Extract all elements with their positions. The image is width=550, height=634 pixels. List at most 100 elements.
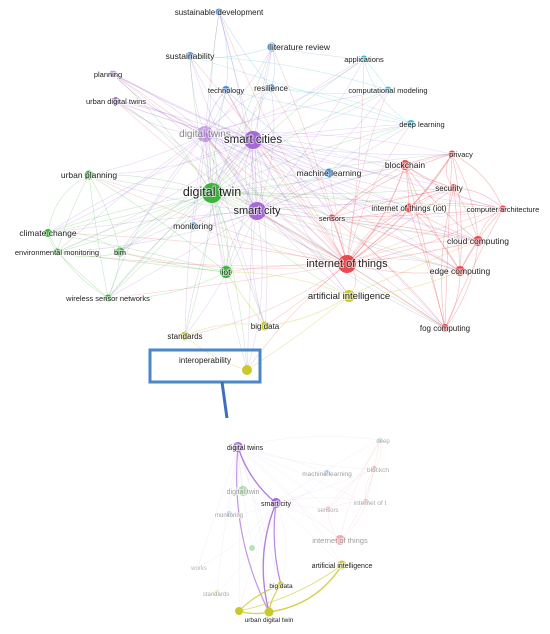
main-edge-digital_twin-sustainability (189, 55, 213, 194)
zoom-node-z-standards[interactable] (214, 590, 220, 596)
main-node-urban-planning[interactable] (84, 170, 94, 180)
main-edge-deep_learning-resilience (270, 87, 412, 125)
main-edge-urban_planning-bim (88, 174, 121, 253)
main-node-applications[interactable] (360, 55, 368, 63)
zoom-edge-z_digital_twins-z_deep (237, 436, 381, 448)
main-edge-digital_twin-urban_planning (88, 174, 213, 194)
main-node-cloud-computing[interactable] (473, 236, 483, 246)
main-node-literature-review[interactable] (267, 42, 277, 52)
main-edge-digital_twin-literature_review (211, 46, 273, 194)
main-node-artificial-intelligence[interactable] (343, 290, 355, 302)
main-edge-internet_of_things-cloud_computing (346, 240, 479, 265)
main-node-urban-digital-twins[interactable] (112, 97, 120, 105)
main-edge-urban_planning-wireless_sensor_networks (88, 174, 109, 299)
main-label-urban-digital-twins: urban digital twins (86, 97, 146, 106)
main-edge-internet_of_things-wireless_sensor_networks (107, 263, 348, 299)
main-node-privacy[interactable] (448, 150, 456, 158)
main-node-wireless-sensor-networks[interactable] (104, 294, 112, 302)
main-edge-privacy-edge_computing (451, 153, 462, 272)
zoom-node-z-digital-twins[interactable] (233, 442, 243, 452)
main-node-machine-learning[interactable] (324, 168, 334, 178)
main-edge-internet_of_things-machine_learning (328, 172, 348, 265)
zoom-node-z-monitoring[interactable] (226, 511, 232, 517)
main-edge-smart_city-cloud_computing (256, 210, 479, 242)
zoom-edge-z_digital_twins-z_machine_learning (237, 446, 328, 474)
main-node-sustainability[interactable] (186, 52, 194, 60)
main-edge-smart_cities-iot (225, 139, 254, 273)
zoom-edge-z_artificial_intelligence-z_urban_digital_twin (268, 564, 343, 613)
main-node-standards[interactable] (180, 331, 190, 341)
main-edge-digital_twin-privacy (211, 153, 453, 194)
main-edge-digital_twin-artificial_intelligence (211, 192, 350, 297)
main-node-environmental-monitoring[interactable] (53, 248, 61, 256)
main-node-blockchain[interactable] (400, 160, 410, 170)
main-edge-internet_of_things-computational_modeling (346, 89, 389, 265)
zoom-edge-z_smart_city-z_works (197, 502, 277, 568)
zoom-node-z-sensors[interactable] (325, 506, 331, 512)
main-node-iot[interactable] (220, 266, 232, 278)
main-node-bim[interactable] (115, 247, 125, 257)
main-node-computer-architecture[interactable] (499, 205, 507, 213)
main-edge-smart_city-internet_of_things_iot (256, 204, 410, 212)
main-label-sensors: sensors (319, 214, 346, 223)
main-edge-artificial_intelligence-interop_node (246, 295, 350, 371)
main-node-internet-of-things[interactable] (338, 255, 356, 273)
main-edge-digital_twin-climate_change (47, 192, 213, 234)
main-edge-smart_city-urban_digital_twins (115, 100, 258, 212)
main-node-edge-computing[interactable] (455, 266, 465, 276)
zoom-node-z-blockch[interactable] (371, 466, 377, 472)
main-node-smart-cities[interactable] (244, 131, 262, 149)
main-edge-sustainable_development-resilience (218, 11, 272, 89)
main-edge-smart_cities-security (252, 139, 455, 189)
main-edge-smart_city-environmental_monitoring (56, 210, 258, 253)
main-edge-climate_change-wireless_sensor_networks (47, 232, 109, 299)
zoom-node-z-urban-digital-twin[interactable] (264, 607, 274, 617)
main-node-security[interactable] (450, 184, 458, 192)
main-edge-artificial_intelligence-edge_computing (348, 270, 461, 297)
main-node-sensors[interactable] (328, 214, 336, 222)
main-edge-urban_planning-iot (88, 174, 227, 273)
zoom-node-z-smart-city[interactable] (271, 498, 281, 508)
main-node-smart-city[interactable] (248, 202, 266, 220)
zoom-node-z-artificial-intelligence[interactable] (337, 560, 347, 570)
main-node-digital-twin[interactable] (202, 183, 222, 203)
zoom-edge-z_digital_twins-z_big_data (237, 446, 282, 586)
main-node-monitoring[interactable] (189, 222, 197, 230)
main-edge-digital_twin-urban_digital_twins (115, 100, 213, 194)
main-label-planning: planning (94, 70, 122, 79)
zoom-node-z-digital-twin[interactable] (238, 486, 248, 496)
main-node-internet-of-things-iot[interactable] (404, 203, 414, 213)
zoom-node-z-machine-learning[interactable] (324, 470, 330, 476)
zoom-edge-z_smart_city-z_internet_of_things (275, 502, 341, 541)
main-label-deep-learning: deep learning (399, 120, 444, 129)
zoom-node-z-internet-of-things[interactable] (335, 535, 345, 545)
zoom-node-z-big-data[interactable] (277, 581, 285, 589)
main-edge-smart_city-digital_twins (204, 133, 258, 212)
zoom-node-z-iot[interactable] (249, 545, 255, 551)
main-node-climate-change[interactable] (44, 229, 52, 237)
main-edge-deep_learning-technology (225, 89, 412, 125)
main-node-computational-modeling[interactable] (384, 86, 392, 94)
main-node-technology[interactable] (222, 86, 230, 94)
zoom-node-z-deep[interactable] (377, 437, 383, 443)
main-node-digital-twins[interactable] (197, 126, 213, 142)
zoom-node-z-interop[interactable] (235, 607, 243, 615)
main-edge-digital_twin-blockchain (211, 164, 406, 194)
main-edge-internet_of_things-smart_city (256, 210, 348, 265)
main-node-big-data[interactable] (260, 321, 270, 331)
zoom-node-z-internet-of-t[interactable] (363, 499, 369, 505)
main-edge-digital_twins-security (204, 133, 455, 189)
main-edge-digital_twin-environmental_monitoring (56, 192, 213, 253)
main-node-interop-node[interactable] (242, 365, 252, 375)
main-node-deep-learning[interactable] (407, 120, 415, 128)
main-node-resilience[interactable] (267, 84, 275, 92)
main-edge-digital_twins-bim (119, 133, 206, 253)
main-edge-smart_city-bim (119, 210, 258, 253)
main-node-sustainable-development[interactable] (215, 8, 223, 16)
main-node-planning[interactable] (109, 70, 117, 78)
zoom-network-nodes (214, 437, 383, 617)
main-node-fog-computing[interactable] (441, 324, 449, 332)
zoom-edge-z_sensors-z_deep (327, 439, 381, 510)
zoom-edge-z_digital_twins-z_monitoring (228, 446, 239, 515)
main-edge-smart_cities-wireless_sensor_networks (107, 139, 254, 299)
